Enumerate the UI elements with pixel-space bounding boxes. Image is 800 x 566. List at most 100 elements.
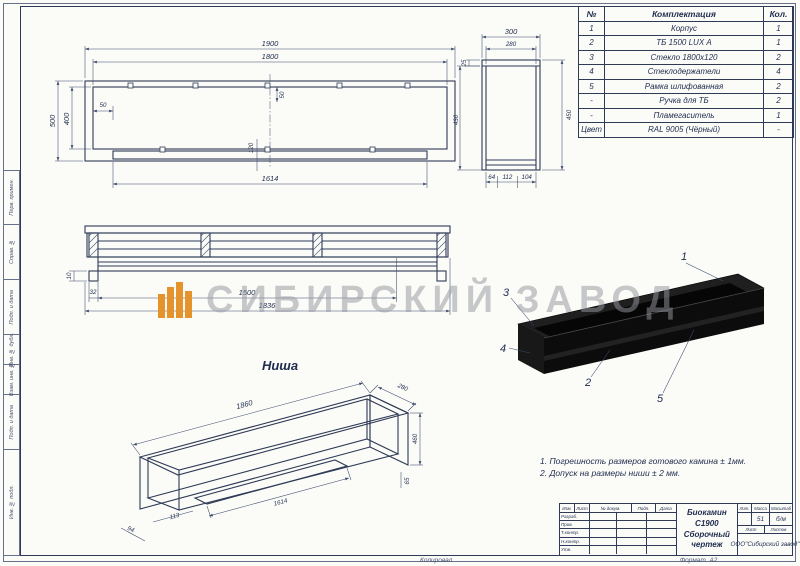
title-block-right: Лит. Масса Масштаб 51 б/м Лист Листов ОО… — [730, 504, 800, 555]
fireplace-render — [517, 273, 765, 374]
dim-inner-width: 1800 — [262, 52, 280, 61]
scale-label: Масштаб — [770, 505, 792, 511]
niche-view-label: Ниша — [262, 358, 298, 373]
base-view-geometry — [84, 225, 451, 282]
cell-qty: 2 — [763, 49, 794, 65]
lit-mass-scale-values: 51 б/м — [738, 513, 792, 526]
cell-qty: 2 — [763, 78, 794, 94]
dim-inner-height: 430 — [453, 114, 460, 125]
margin-cell: Взам. инв. № — [3, 362, 20, 397]
margin-cell: Инв. № подл. — [3, 450, 20, 556]
dim-niche-length: 1860 — [235, 398, 254, 411]
cell-number: 3 — [578, 49, 605, 65]
margin-label: Инв. № подл. — [8, 485, 15, 520]
dim-overall-length: 1836 — [259, 301, 277, 310]
dim-post-span: 1500 — [239, 288, 257, 297]
document-title: Биокамин С1900 Сборочный чертеж — [677, 504, 738, 555]
cell-name: Стеклодержатели — [604, 64, 764, 80]
dim-depth: 300 — [505, 27, 518, 36]
col-number: № — [578, 6, 605, 22]
product-name: Биокамин С1900 — [687, 507, 727, 528]
dim-niche-offset-c: 65 — [404, 477, 411, 484]
sig-head-cell: Подп. — [632, 504, 656, 512]
base-view-drawing: 10 32 1500 1836 — [66, 225, 451, 315]
dim-overall-width: 1900 — [262, 39, 280, 48]
sheets-label: Листов — [770, 527, 787, 532]
col-name: Комплектация — [604, 6, 764, 22]
dim-end-offset: 32 — [90, 289, 97, 296]
render-3d-view: 1 2 3 4 5 — [500, 251, 765, 405]
company-name: ООО"Сибирский завод" — [730, 541, 800, 548]
note-line: 1. Погрешность размеров готового камина … — [540, 456, 747, 466]
lit-label: Лит. — [738, 504, 752, 512]
dim-slot-height: 120 — [248, 142, 255, 153]
dim-overall-height: 500 — [48, 114, 57, 127]
margin-cell: Справ. № — [3, 225, 20, 280]
side-view-drawing: 300 280 25 430 450 64 112 104 — [453, 27, 573, 188]
cell-qty: 1 — [763, 35, 794, 51]
cell-name: Рамка шлифованная — [604, 78, 764, 94]
margin-label: Подп. и дата — [8, 404, 15, 440]
cell-name: ТБ 1500 LUX А — [604, 35, 764, 51]
drawing-frame — [20, 6, 793, 556]
signature-row: Т.контр. — [560, 529, 676, 538]
cell-qty: 4 — [763, 64, 794, 80]
mass-value: 51 — [752, 513, 770, 525]
sig-head-cell: № докум. — [590, 504, 632, 512]
callout-5: 5 — [657, 393, 664, 405]
cell-number: Цвет — [578, 122, 605, 138]
signature-row: Утв. — [560, 545, 676, 554]
margin-label: Взам. инв. № — [8, 362, 15, 397]
dim-inner-depth: 280 — [505, 41, 517, 48]
cell-qty: - — [763, 122, 794, 138]
niche-geometry — [138, 394, 410, 511]
cell-name: Пламегаситель — [604, 107, 764, 123]
cell-qty: 2 — [763, 93, 794, 109]
title-block: Изм. Лист № докум. Подп. Дата Разраб. Пр… — [559, 503, 800, 556]
dim-seg-a: 64 — [488, 174, 495, 181]
callout-3: 3 — [503, 287, 510, 299]
document-type: Сборочный чертеж — [683, 529, 730, 550]
lit-value — [738, 513, 752, 525]
margin-label: Подп. и дата — [8, 289, 15, 325]
sig-head-cell: Лист — [575, 504, 590, 512]
copied-label: Копировал — [420, 557, 453, 564]
sheet-row: Лист Листов — [738, 526, 792, 534]
signature-header: Изм. Лист № докум. Подп. Дата — [560, 504, 676, 513]
sig-head-cell: Дата — [659, 505, 672, 511]
cell-qty: 1 — [763, 107, 794, 123]
dim-seg-b: 112 — [502, 174, 512, 181]
dim-niche-depth: 280 — [396, 382, 410, 393]
lit-mass-scale-header: Лит. Масса Масштаб — [738, 504, 792, 513]
margin-label: Перв. примен. — [8, 179, 15, 216]
mass-label: Масса — [752, 504, 770, 512]
niche-dimensions: 1860 280 460 65 1614 113 94 — [120, 380, 423, 542]
cell-number: - — [578, 93, 605, 109]
note-line: 2. Допуск на размеры ниши ± 2 мм. — [540, 467, 681, 478]
dim-overall-height: 450 — [566, 109, 573, 120]
front-view-dimensions: 1900 1800 500 400 50 50 120 1614 — [48, 39, 456, 188]
signature-row: Н.контр. — [560, 537, 676, 546]
dim-left-offset: 50 — [100, 102, 107, 109]
dim-niche-offset-b: 94 — [126, 525, 136, 534]
cell-name: Стекло 1800х120 — [604, 49, 764, 65]
margin-cell: Инв. № дубл. — [3, 333, 20, 366]
render-callouts: 1 2 3 4 5 — [500, 251, 724, 405]
dim-niche-offset-a: 113 — [169, 512, 181, 521]
side-view-geometry — [481, 59, 541, 171]
cell-qty: 1 — [763, 20, 794, 36]
margin-cell: Перв. примен. — [3, 170, 20, 225]
dim-top-offset: 50 — [279, 91, 286, 98]
dim-foot-height: 10 — [66, 272, 73, 279]
cell-number: 5 — [578, 78, 605, 94]
col-qty: Кол. — [763, 6, 794, 22]
dim-seg-c: 104 — [522, 174, 533, 181]
margin-label: Справ. № — [8, 239, 15, 265]
